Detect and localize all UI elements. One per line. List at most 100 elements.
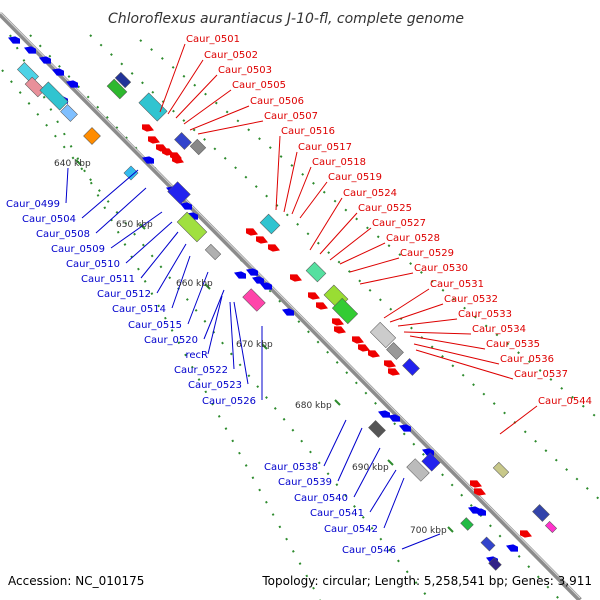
forward-gene-label: Caur_0544 — [538, 396, 592, 407]
forward-leader-line — [339, 242, 386, 265]
reverse-gene-label: Caur_0542 — [324, 524, 378, 535]
forward-gene-box — [331, 297, 359, 325]
scale-tick — [447, 526, 454, 533]
reverse-gene-arrow — [234, 271, 246, 279]
forward-gene-arrow — [256, 236, 268, 244]
reverse-gene-arrow — [66, 80, 78, 88]
forward-leader-line — [415, 349, 514, 380]
map-title: Chloroflexus aurantiacus J-10-fl, comple… — [108, 11, 464, 27]
forward-gene-arrow — [172, 156, 184, 164]
forward-gene-box — [174, 132, 192, 150]
forward-gene-label: Caur_0517 — [298, 142, 352, 153]
reverse-leader-line — [401, 533, 441, 550]
forward-gene-label: Caur_0505 — [232, 80, 286, 91]
reverse-gene-label: Caur_0515 — [128, 320, 182, 331]
reverse-gene-label: recR — [186, 350, 209, 361]
forward-gene-label: Caur_0506 — [250, 96, 304, 107]
forward-gene-label: Caur_0518 — [312, 157, 366, 168]
scale-label: 640 kbp — [54, 159, 91, 169]
reverse-gene-box — [167, 181, 191, 205]
scale-label: 680 kbp — [295, 401, 332, 411]
forward-gene-arrow — [308, 292, 320, 300]
accession-text: Accession: NC_010175 — [8, 574, 144, 588]
backbone-line — [0, 12, 582, 600]
reverse-leader-line — [203, 289, 225, 340]
scale-tick — [139, 223, 146, 230]
forward-leader-line — [197, 120, 264, 135]
forward-gene-labels: Caur_0501Caur_0502Caur_0503Caur_0505Caur… — [186, 34, 592, 407]
scale-tick — [204, 283, 211, 290]
reverse-gene-arrow — [52, 68, 64, 76]
forward-gene-arrow — [470, 480, 482, 488]
reverse-gene-arrow — [142, 156, 154, 164]
forward-leader-line — [383, 288, 430, 319]
reverse-leader-line — [156, 243, 187, 294]
forward-gene-arrow — [268, 244, 280, 252]
forward-gene-arrow — [332, 318, 344, 326]
reverse-gene-box — [39, 81, 69, 111]
forward-gene-label: Caur_0530 — [414, 263, 468, 274]
reverse-gene-box — [60, 104, 78, 122]
forward-gene-arrow — [384, 360, 396, 368]
reverse-gene-arrow — [8, 36, 20, 44]
reverse-gene-label: Caur_0522 — [174, 365, 228, 376]
reverse-gene-arrow — [260, 282, 272, 290]
reverse-gene-arrow — [246, 268, 258, 276]
reverse-gene-arrow — [282, 308, 294, 316]
forward-gene-label: Caur_0503 — [218, 65, 272, 76]
forward-leader-line — [403, 331, 472, 335]
forward-gene-label: Caur_0525 — [358, 203, 412, 214]
scale-label: 650 kbp — [116, 220, 153, 230]
reverse-gene-box — [24, 76, 46, 98]
reverse-gene-label: Caur_0499 — [6, 199, 60, 210]
reverse-gene-label: Caur_0538 — [264, 462, 318, 473]
reverse-gene-box — [480, 536, 496, 552]
forward-gene-label: Caur_0501 — [186, 34, 240, 45]
reverse-gene-label: Caur_0511 — [81, 274, 135, 285]
reverse-gene-box — [460, 517, 474, 531]
forward-gene-arrow — [352, 336, 364, 344]
reverse-gene-label: Caur_0523 — [188, 380, 242, 391]
reverse-gene-label: Caur_0541 — [310, 508, 364, 519]
reverse-gene-arrow — [180, 202, 192, 210]
reverse-gene-label: Caur_0512 — [97, 289, 151, 300]
forward-leader-line — [389, 303, 444, 323]
reverse-gene-label: Caur_0504 — [22, 214, 76, 225]
forward-gene-label: Caur_0502 — [204, 50, 258, 61]
forward-gene-box — [114, 71, 132, 89]
forward-gene-box — [402, 358, 420, 376]
forward-gene-box — [544, 520, 558, 534]
forward-leader-line — [397, 318, 458, 327]
forward-gene-arrow — [316, 302, 328, 310]
track-guide — [139, 39, 600, 421]
forward-gene-label: Caur_0524 — [343, 188, 397, 199]
reverse-leader-line — [353, 447, 381, 498]
scale-tick — [387, 459, 394, 466]
reverse-gene-label: Caur_0539 — [278, 477, 332, 488]
reverse-gene-label: Caur_0514 — [112, 304, 166, 315]
genome-backbone — [0, 11, 582, 600]
forward-leader-line — [499, 405, 538, 435]
reverse-gene-labels: Caur_0499Caur_0504Caur_0508Caur_0509Caur… — [6, 199, 396, 556]
reverse-leader-line — [187, 271, 209, 325]
reverse-gene-label: Caur_0520 — [144, 335, 198, 346]
forward-gene-box — [106, 78, 128, 100]
forward-leader-line — [359, 272, 414, 285]
forward-gene-box — [138, 92, 168, 122]
backbone-highlight — [0, 11, 581, 599]
forward-gene-arrow — [368, 350, 380, 358]
forward-leader-line — [409, 335, 486, 350]
reverse-leader-line — [323, 419, 347, 467]
reverse-gene-arrow — [506, 544, 518, 552]
scale-tick — [261, 343, 268, 350]
reverse-gene-box — [123, 165, 139, 181]
reverse-gene-box — [83, 127, 101, 145]
scale-tick — [334, 399, 341, 406]
reverse-leader-line — [207, 295, 223, 355]
reverse-gene-box — [176, 211, 208, 243]
forward-gene-box — [532, 504, 550, 522]
reverse-gene-box — [242, 288, 266, 312]
reverse-leader-line — [171, 255, 191, 309]
reverse-gene-box — [488, 557, 502, 571]
